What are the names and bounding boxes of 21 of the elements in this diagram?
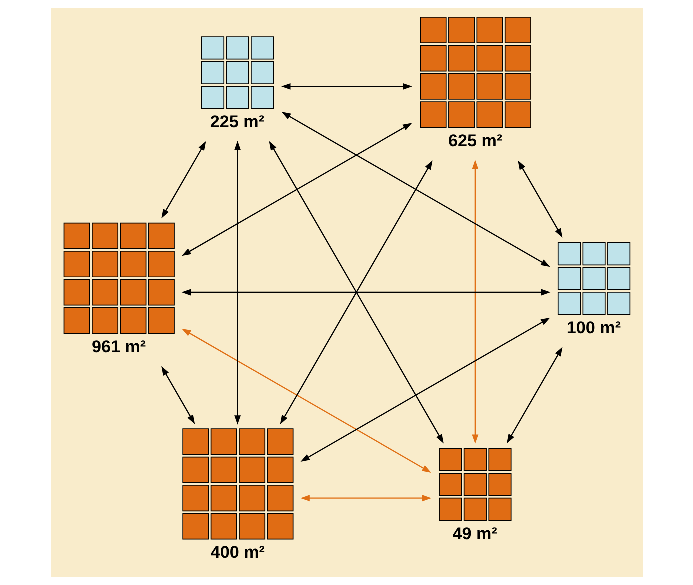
- arrow: [161, 366, 195, 424]
- node-label: 100 m²: [566, 318, 621, 338]
- arrow: [268, 141, 444, 444]
- node-label: 961 m²: [92, 337, 146, 356]
- node-label: 400 m²: [210, 543, 264, 562]
- arrow: [506, 347, 562, 444]
- node-label: 225 m²: [210, 112, 264, 132]
- arrow: [281, 83, 412, 90]
- arrow: [181, 328, 431, 473]
- arrow: [300, 495, 432, 502]
- arrow: [280, 160, 432, 425]
- arrow: [472, 160, 478, 444]
- arrow: [300, 318, 550, 462]
- node-label: 49 m²: [452, 524, 497, 544]
- arrow: [234, 141, 241, 425]
- arrow: [518, 160, 562, 238]
- arrow: [161, 141, 206, 219]
- node-label: 625 m²: [448, 132, 502, 150]
- arrow: [281, 112, 550, 268]
- arrow: [181, 123, 412, 256]
- arrow: [181, 289, 550, 296]
